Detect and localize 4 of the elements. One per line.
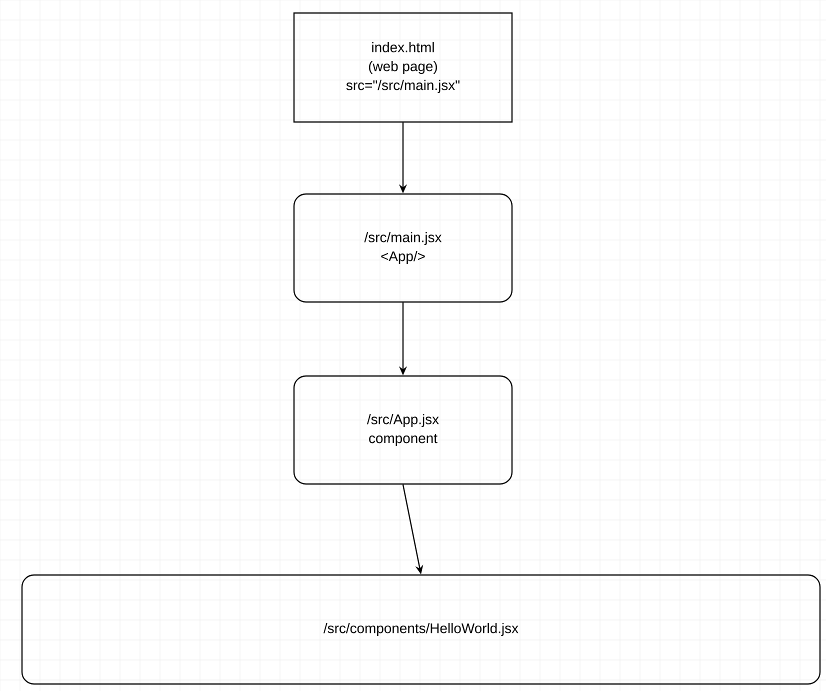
rounded-box: /src/main.jsx <App/> — [293, 193, 513, 303]
rounded-box: /src/App.jsx component — [293, 375, 513, 485]
rounded-box: /src/components/HelloWorld.jsx — [21, 574, 821, 685]
process-box: index.html (web page) src="/src/main.jsx" — [293, 12, 513, 123]
